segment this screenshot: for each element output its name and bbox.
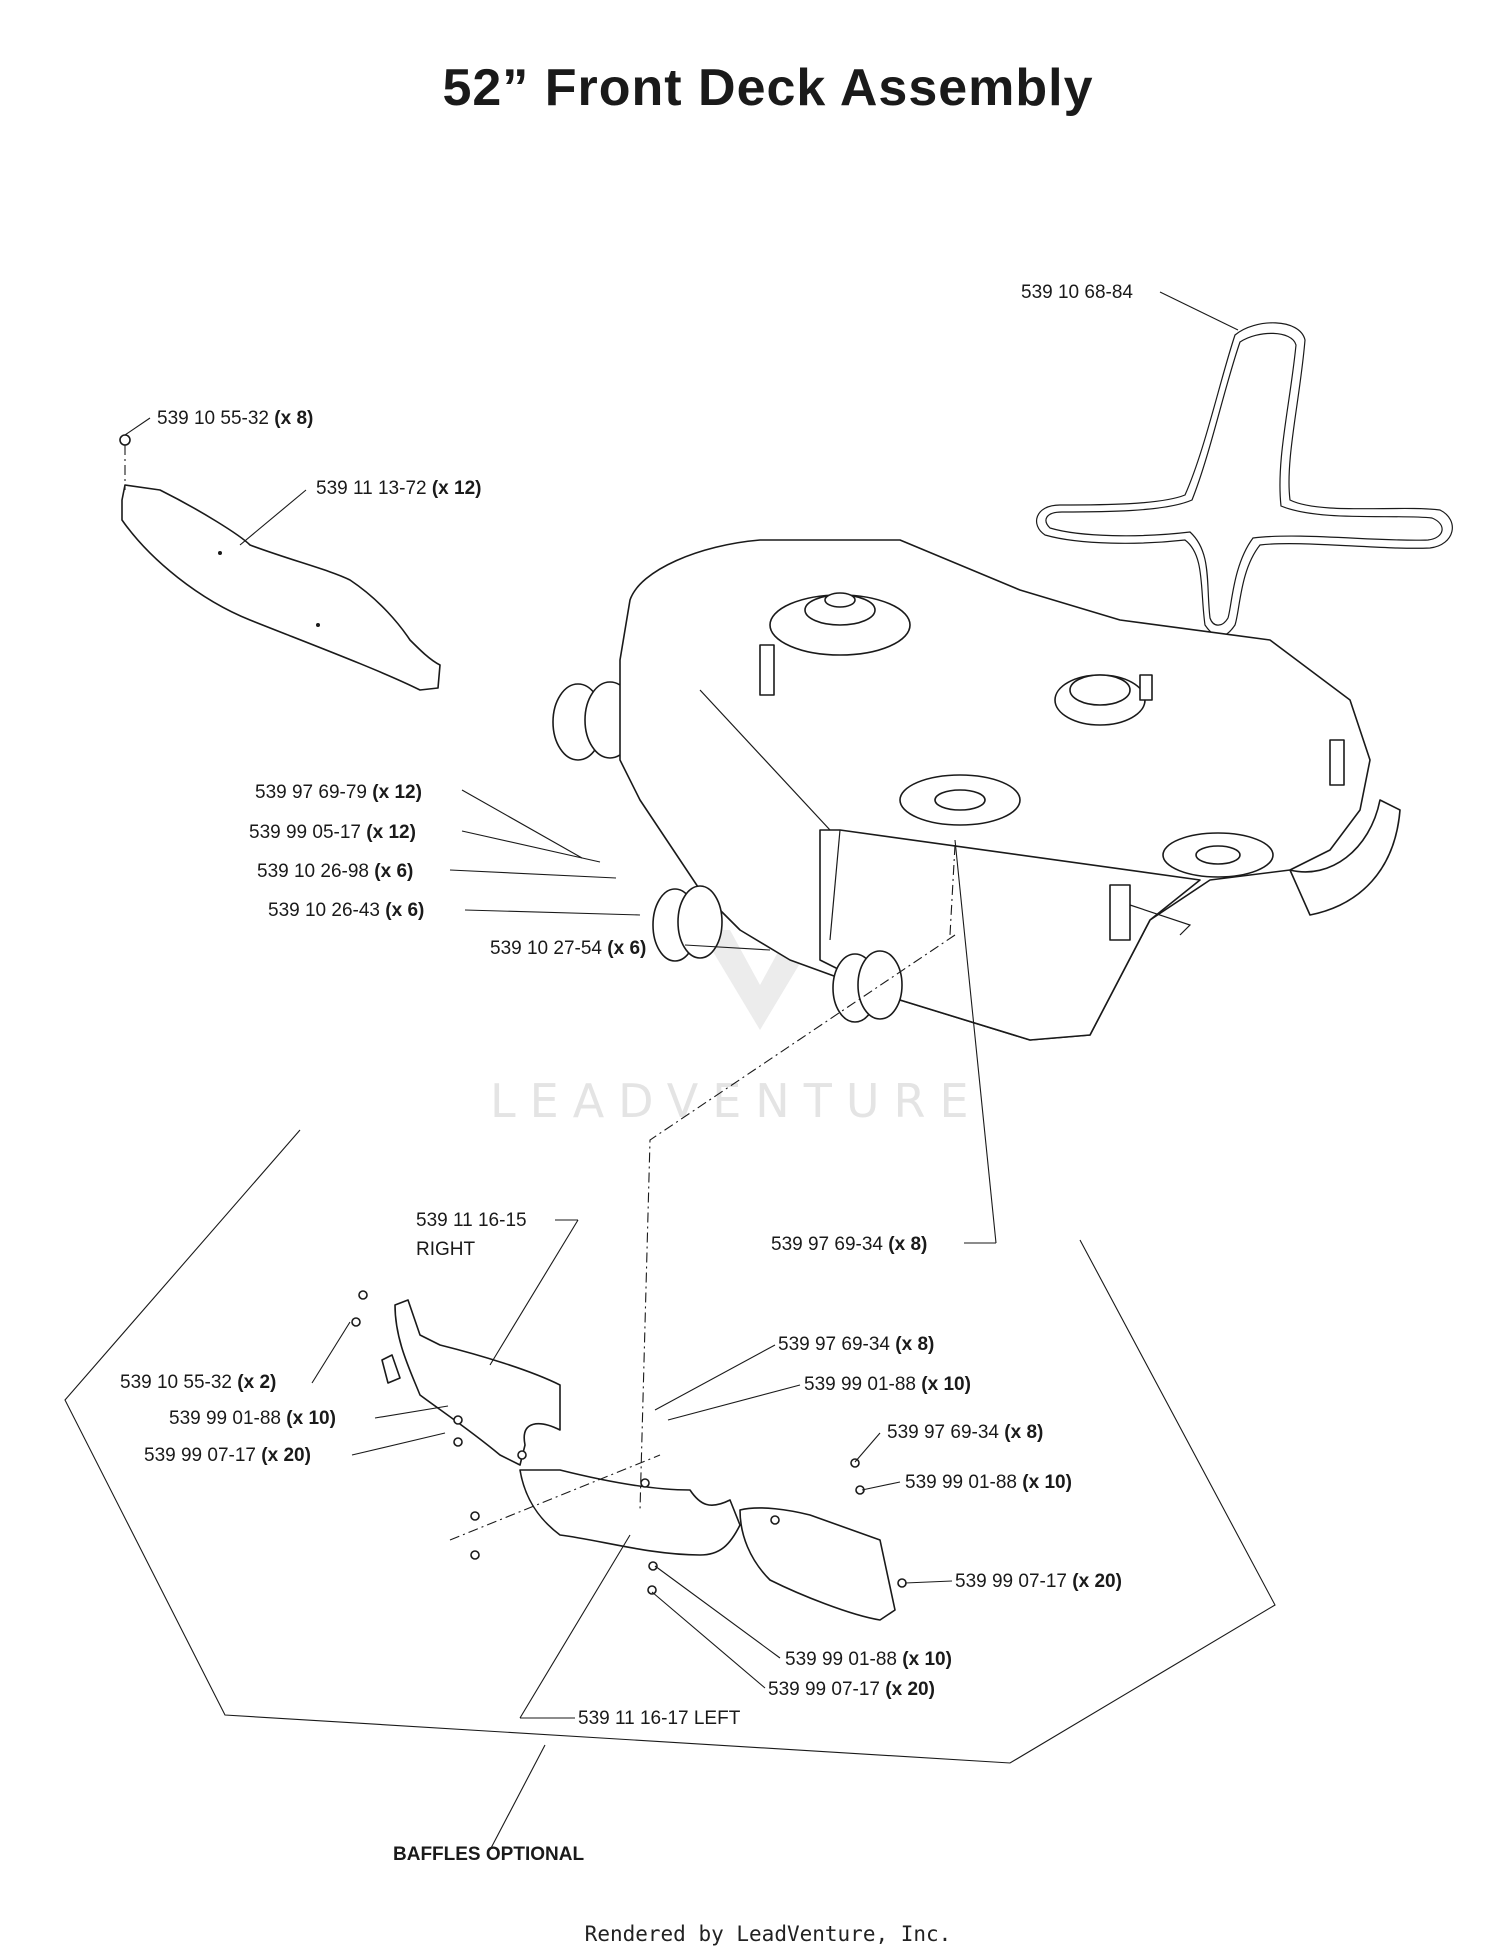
callout-washer-b1: 539 99 01-88 (x 10) [169,1408,336,1429]
baffle-left-part [519,1469,896,1621]
baffles-optional-note: BAFFLES OPTIONAL [393,1844,584,1865]
footer-credit: Rendered by LeadVenture, Inc. [584,1922,952,1946]
mower-deck [552,539,1401,1041]
leadventure-watermark: LEADVENTURE [490,930,983,1128]
leader-lines [124,291,1239,1851]
callout-spacer: 539 10 26-98 (x 6) [257,861,413,882]
callout-bolt-a: 539 97 69-79 (x 12) [255,782,422,803]
callout-labels: 539 10 68-84 539 10 55-32 (x 8) 539 11 1… [120,282,1133,1865]
callout-washer-b4: 539 99 01-88 (x 10) [785,1649,952,1670]
callout-bolt-deck: 539 97 69-34 (x 8) [771,1234,927,1255]
callout-baffle-right-note: RIGHT [416,1239,476,1260]
callout-bolt-b1: 539 10 55-32 (x 2) [120,1372,276,1393]
callout-belt: 539 10 68-84 [1021,282,1133,303]
diagram-guides [64,844,1276,1764]
callout-washer-b2: 539 99 01-88 (x 10) [804,1374,971,1395]
callout-wheel: 539 10 26-43 (x 6) [268,900,424,921]
callout-washer-a: 539 99 05-17 (x 12) [249,822,416,843]
deck-belt [1035,322,1453,637]
callout-baffle-left: 539 11 16-17 LEFT [578,1708,741,1729]
callout-nut-b3: 539 99 07-17 (x 20) [955,1571,1122,1592]
callout-bolt-top: 539 10 55-32 (x 8) [157,408,313,429]
callout-baffle-right: 539 11 16-15 [416,1210,527,1231]
callout-nut-b1: 539 99 07-17 (x 20) [144,1445,311,1466]
callout-axle-bolt: 539 10 27-54 (x 6) [490,938,646,959]
watermark-text: LEADVENTURE [490,1074,983,1128]
baffle-fasteners [351,1290,907,1595]
blade-shield-part [119,434,441,691]
callout-blade-shield: 539 11 13-72 (x 12) [316,478,482,499]
callout-washer-b3: 539 99 01-88 (x 10) [905,1472,1072,1493]
callout-bolt-b3: 539 97 69-34 (x 8) [887,1422,1043,1443]
callout-bolt-b2: 539 97 69-34 (x 8) [778,1334,934,1355]
baffle-right-part [381,1299,561,1466]
page-title: 52” Front Deck Assembly [442,59,1094,117]
callout-nut-b4: 539 99 07-17 (x 20) [768,1679,935,1700]
